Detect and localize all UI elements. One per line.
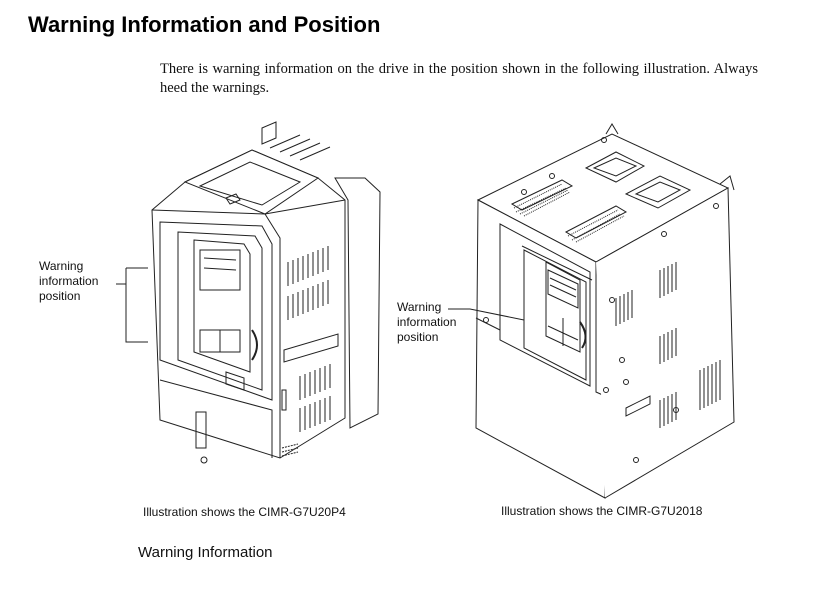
warning-label-line: position bbox=[39, 289, 81, 303]
intro-paragraph: There is warning information on the driv… bbox=[160, 61, 758, 96]
warning-label-line: information bbox=[397, 315, 457, 329]
caption-right: Illustration shows the CIMR-G7U2018 bbox=[501, 504, 703, 518]
warning-label-line: information bbox=[39, 274, 99, 288]
caption-left: Illustration shows the CIMR-G7U20P4 bbox=[143, 505, 346, 519]
warning-label-line: Warning bbox=[397, 300, 442, 314]
warning-label-line: Warning bbox=[39, 259, 84, 273]
warning-label-left: Warning information position bbox=[39, 259, 98, 304]
section-heading: Warning Information bbox=[138, 544, 273, 561]
warning-label-line: position bbox=[397, 330, 439, 344]
warning-label-right: Warning information position bbox=[397, 300, 456, 345]
page-title: Warning Information and Position bbox=[28, 12, 381, 37]
